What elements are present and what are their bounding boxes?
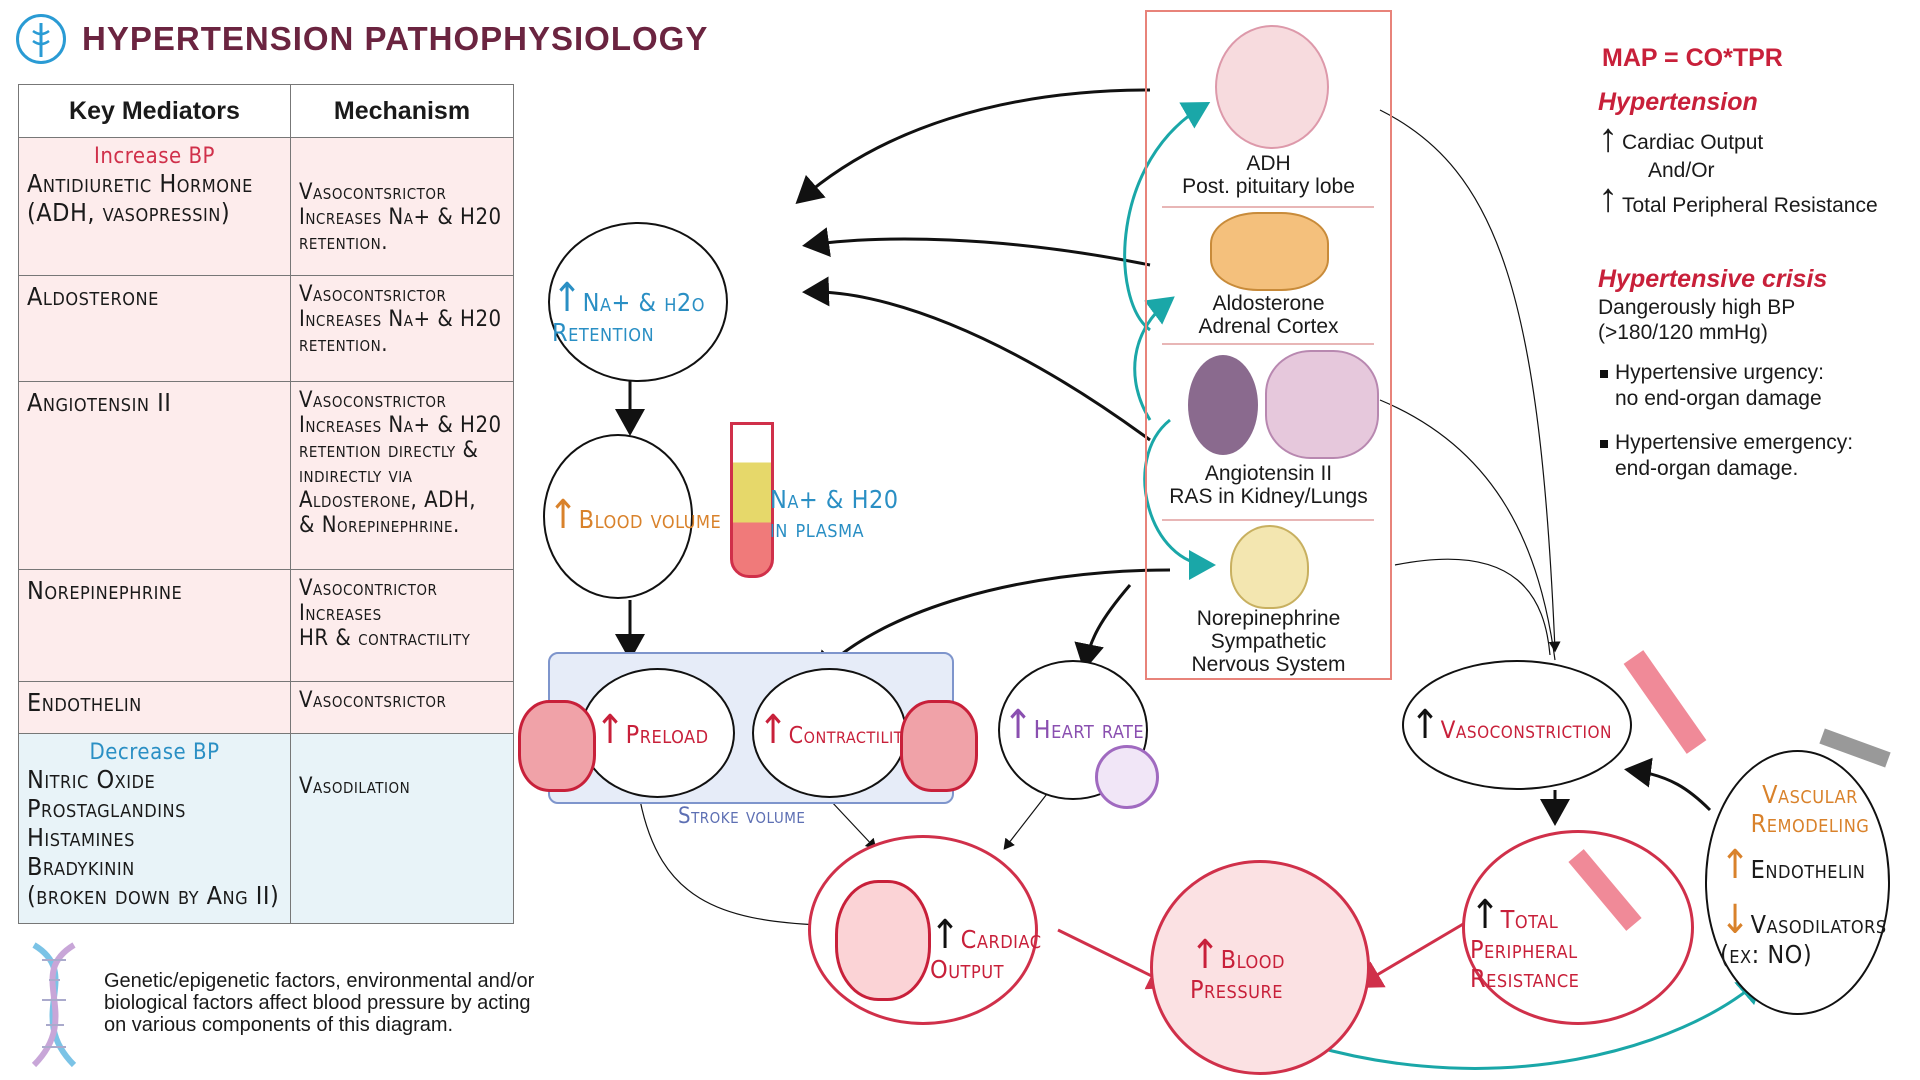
retention-label: ↑Na+ & h2o Retention	[552, 275, 705, 347]
adh-sublabel: Post. pituitary lobe	[1182, 175, 1355, 198]
kidney-icon	[1188, 355, 1258, 455]
divider	[1162, 519, 1374, 521]
divider	[1162, 206, 1374, 208]
remodeling-node	[1705, 750, 1890, 1015]
mechanism-aldosterone: Vasocontsrictor Increases Na+ & H20 rete…	[290, 275, 514, 382]
adrenal-gland-icon	[1210, 212, 1329, 291]
emergency-1: Hypertensive emergency:	[1615, 431, 1854, 454]
divider	[1162, 343, 1374, 345]
crisis-text-2: (>180/120 mmHg)	[1598, 321, 1768, 344]
mediator-adh-sub: (ADH, vasopressin)	[27, 198, 231, 227]
cardiac-output-label: ↑Cardiac Output	[930, 912, 1042, 984]
crisis-text-1: Dangerously high BP	[1598, 296, 1796, 319]
remodeling-label: Vascular Remodeling	[1750, 780, 1870, 838]
mechanism-endothelin: Vasocontsrictor	[290, 681, 514, 734]
blood-tube-icon	[730, 422, 774, 578]
norepinephrine-sublabel-2: Nervous System	[1191, 653, 1346, 676]
preload-label: ↑Preload	[595, 707, 709, 753]
crisis-heading: Hypertensive crisis	[1598, 265, 1828, 293]
mechanism-vasodilation: Vasodilation	[290, 733, 514, 924]
heart-rate-label: ↑Heart rate	[1003, 702, 1145, 748]
heart-muscle-icon	[900, 700, 978, 792]
mediators-panel	[1145, 10, 1392, 680]
decrease-bp-label: Decrease BP	[89, 740, 220, 765]
map-equation: MAP = CO*TPR	[1602, 44, 1783, 72]
urgency-1: Hypertensive urgency:	[1615, 361, 1824, 384]
up-arrow-icon: ↑	[1598, 176, 1618, 220]
mechanism-adh: Vasocontsrictor Increases Na+ & H20 rete…	[290, 137, 514, 276]
mediator-endothelin: Endothelin	[18, 681, 291, 734]
contractility-label: ↑Contractility	[758, 707, 913, 753]
stroke-volume-label: Stroke volume	[678, 804, 806, 829]
heart-icon	[835, 880, 931, 1001]
angiotensin-label: Angiotensin II	[1204, 462, 1333, 485]
urgency-2: no end-organ damage	[1615, 387, 1822, 410]
mediator-aldosterone: Aldosterone	[18, 275, 291, 382]
decrease-mediators: Nitric Oxide Prostaglandins Histamines B…	[27, 765, 280, 910]
retention-node	[548, 222, 728, 382]
hypertension-heading: Hypertension	[1598, 88, 1758, 116]
vasoconstriction-node	[1402, 660, 1632, 790]
mechanism-angiotensin: Vasoconstrictor Increases Na+ & H20 rete…	[290, 381, 514, 570]
angiotensin-sublabel: RAS in Kidney/Lungs	[1169, 485, 1368, 508]
aldosterone-sublabel: Adrenal Cortex	[1198, 315, 1339, 338]
emergency-2: end-organ damage.	[1615, 457, 1799, 480]
vasodilators-label: ↓Vasodilators (ex: NO)	[1720, 897, 1887, 969]
bullet	[1600, 440, 1608, 448]
plasma-label: Na+ & H20 in plasma	[770, 485, 899, 543]
heart-muscle-icon	[518, 700, 596, 792]
adrenal-medulla-icon	[1230, 525, 1309, 609]
norepinephrine-label: Norepinephrine	[1196, 607, 1341, 630]
bullet	[1600, 370, 1608, 378]
blood-volume-node	[543, 434, 693, 599]
norepinephrine-sublabel-1: Sympathetic	[1210, 630, 1327, 653]
htn-andor: And/Or	[1648, 159, 1715, 182]
page-title: HYPERTENSION PATHOPHYSIOLOGY	[82, 20, 709, 57]
blood-pressure-node	[1150, 860, 1370, 1075]
stopwatch-icon	[1095, 745, 1159, 809]
blood-pressure-label: ↑Blood Pressure	[1190, 932, 1285, 1004]
mechanism-norepinephrine: Vasocontrictor Increases HR & contractil…	[290, 569, 514, 682]
mediator-angiotensin: Angiotensin II	[18, 381, 291, 570]
mediators-table: Key Mediators Mechanism Increase BP Anti…	[18, 84, 514, 924]
mediator-adh: Antidiuretic Hormone	[27, 169, 253, 198]
lungs-icon	[1265, 350, 1379, 459]
aldosterone-label: Aldosterone	[1212, 292, 1325, 315]
adh-label: ADH	[1246, 152, 1291, 175]
dna-icon	[14, 935, 94, 1080]
contractility-node	[752, 668, 907, 798]
up-arrow-icon: ↑	[1598, 116, 1618, 160]
up-arrow-icon: ↑	[552, 275, 583, 321]
pituitary-icon	[1215, 25, 1329, 149]
blood-volume-label: ↑Blood volume	[548, 492, 722, 538]
htn-cardiac-output: Cardiac Output	[1622, 131, 1764, 154]
endothelin-label: ↑Endothelin	[1720, 842, 1866, 888]
tpr-label: ↑Total Peripheral Resistance	[1470, 892, 1580, 993]
caduceus-icon	[16, 14, 66, 64]
mediator-norepinephrine: Norepinephrine	[18, 569, 291, 682]
vasoconstriction-label: ↑Vasoconstriction	[1410, 702, 1612, 748]
dna-note: Genetic/epigenetic factors, environmenta…	[104, 970, 535, 1036]
increase-bp-label: Increase BP	[93, 144, 215, 169]
htn-tpr: Total Peripheral Resistance	[1622, 194, 1878, 217]
